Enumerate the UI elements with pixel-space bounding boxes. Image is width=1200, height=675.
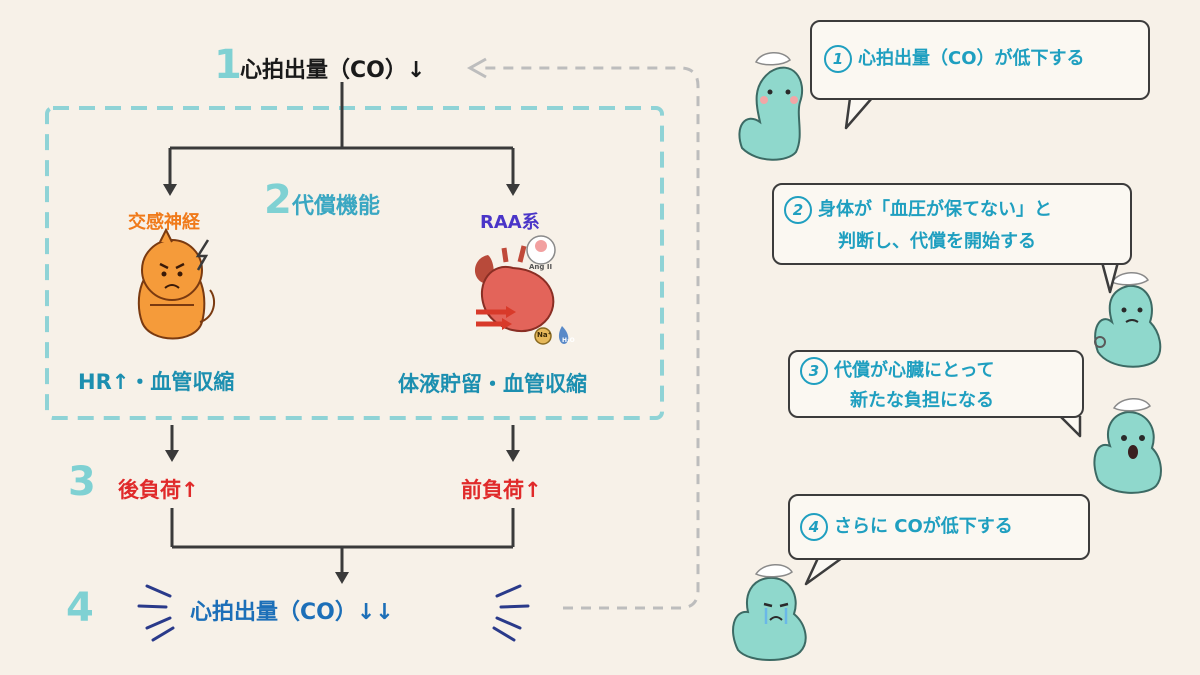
step-number-1: 1 (214, 42, 242, 88)
nurse-mascot-thinking-icon (738, 52, 803, 161)
step-number-2: 2 (264, 177, 292, 223)
angry-mascot-icon (137, 227, 216, 340)
speech-bubble-2: 2 身体が「血圧が保てない」と 判断し、代償を開始する (772, 183, 1132, 265)
step-number-4: 4 (66, 585, 94, 631)
bubble-3-line-1: 代償が心臓にとって (834, 360, 995, 381)
split-arrows (168, 82, 515, 186)
nurse-mascot-shocked-icon (1093, 398, 1162, 494)
sodium-badge: Na⁺ (537, 331, 552, 339)
nurse-mascot-worried-icon (1094, 272, 1162, 368)
afterload-label: 後負荷↑ (118, 478, 199, 502)
bubble-1-line-1: 心拍出量（CO）が低下する (858, 48, 1085, 69)
sympathetic-title: 交感神経 (128, 212, 200, 233)
bubble-2-line-2: 判断し、代償を開始する (838, 231, 1036, 252)
step1-co-decrease-label: 心拍出量（CO）↓ (240, 58, 426, 83)
preload-label: 前負荷↑ (461, 478, 542, 502)
bubble-number-4: 4 (800, 513, 828, 541)
nurse-mascot-crying-icon (732, 564, 807, 661)
compensation-box (45, 106, 664, 420)
bubble-number-1: 1 (824, 45, 852, 73)
bubble-number-2: 2 (784, 196, 812, 224)
compensation-label: 代償機能 (292, 194, 381, 219)
speech-bubble-4: 4 さらに COが低下する (788, 494, 1090, 560)
speech-bubble-3: 3 代償が心臓にとって 新たな負担になる (788, 350, 1084, 418)
bubble-3-line-2: 新たな負担になる (850, 390, 994, 411)
emphasis-lines (137, 584, 530, 642)
feedback-loop-arrow (478, 66, 700, 610)
raa-effect: 体液貯留・血管収縮 (398, 372, 587, 396)
ang2-badge: Ang II (529, 263, 553, 271)
step4-co-further-decrease-label: 心拍出量（CO）↓↓ (190, 600, 394, 625)
sympathetic-effect: HR↑・血管収縮 (78, 370, 235, 394)
heart-kidney-icon (474, 235, 569, 345)
speech-bubble-1: 1 心拍出量（CO）が低下する (810, 20, 1150, 100)
step-number-3: 3 (68, 459, 96, 505)
bubble-number-3: 3 (800, 357, 828, 385)
bubble-2-line-1: 身体が「血圧が保てない」と (818, 199, 1052, 220)
merge-arrows (170, 508, 515, 574)
raa-title: RAA系 (480, 212, 540, 233)
bubble-4-line-1: さらに COが低下する (834, 516, 1013, 537)
water-badge: H₂O (562, 337, 575, 344)
